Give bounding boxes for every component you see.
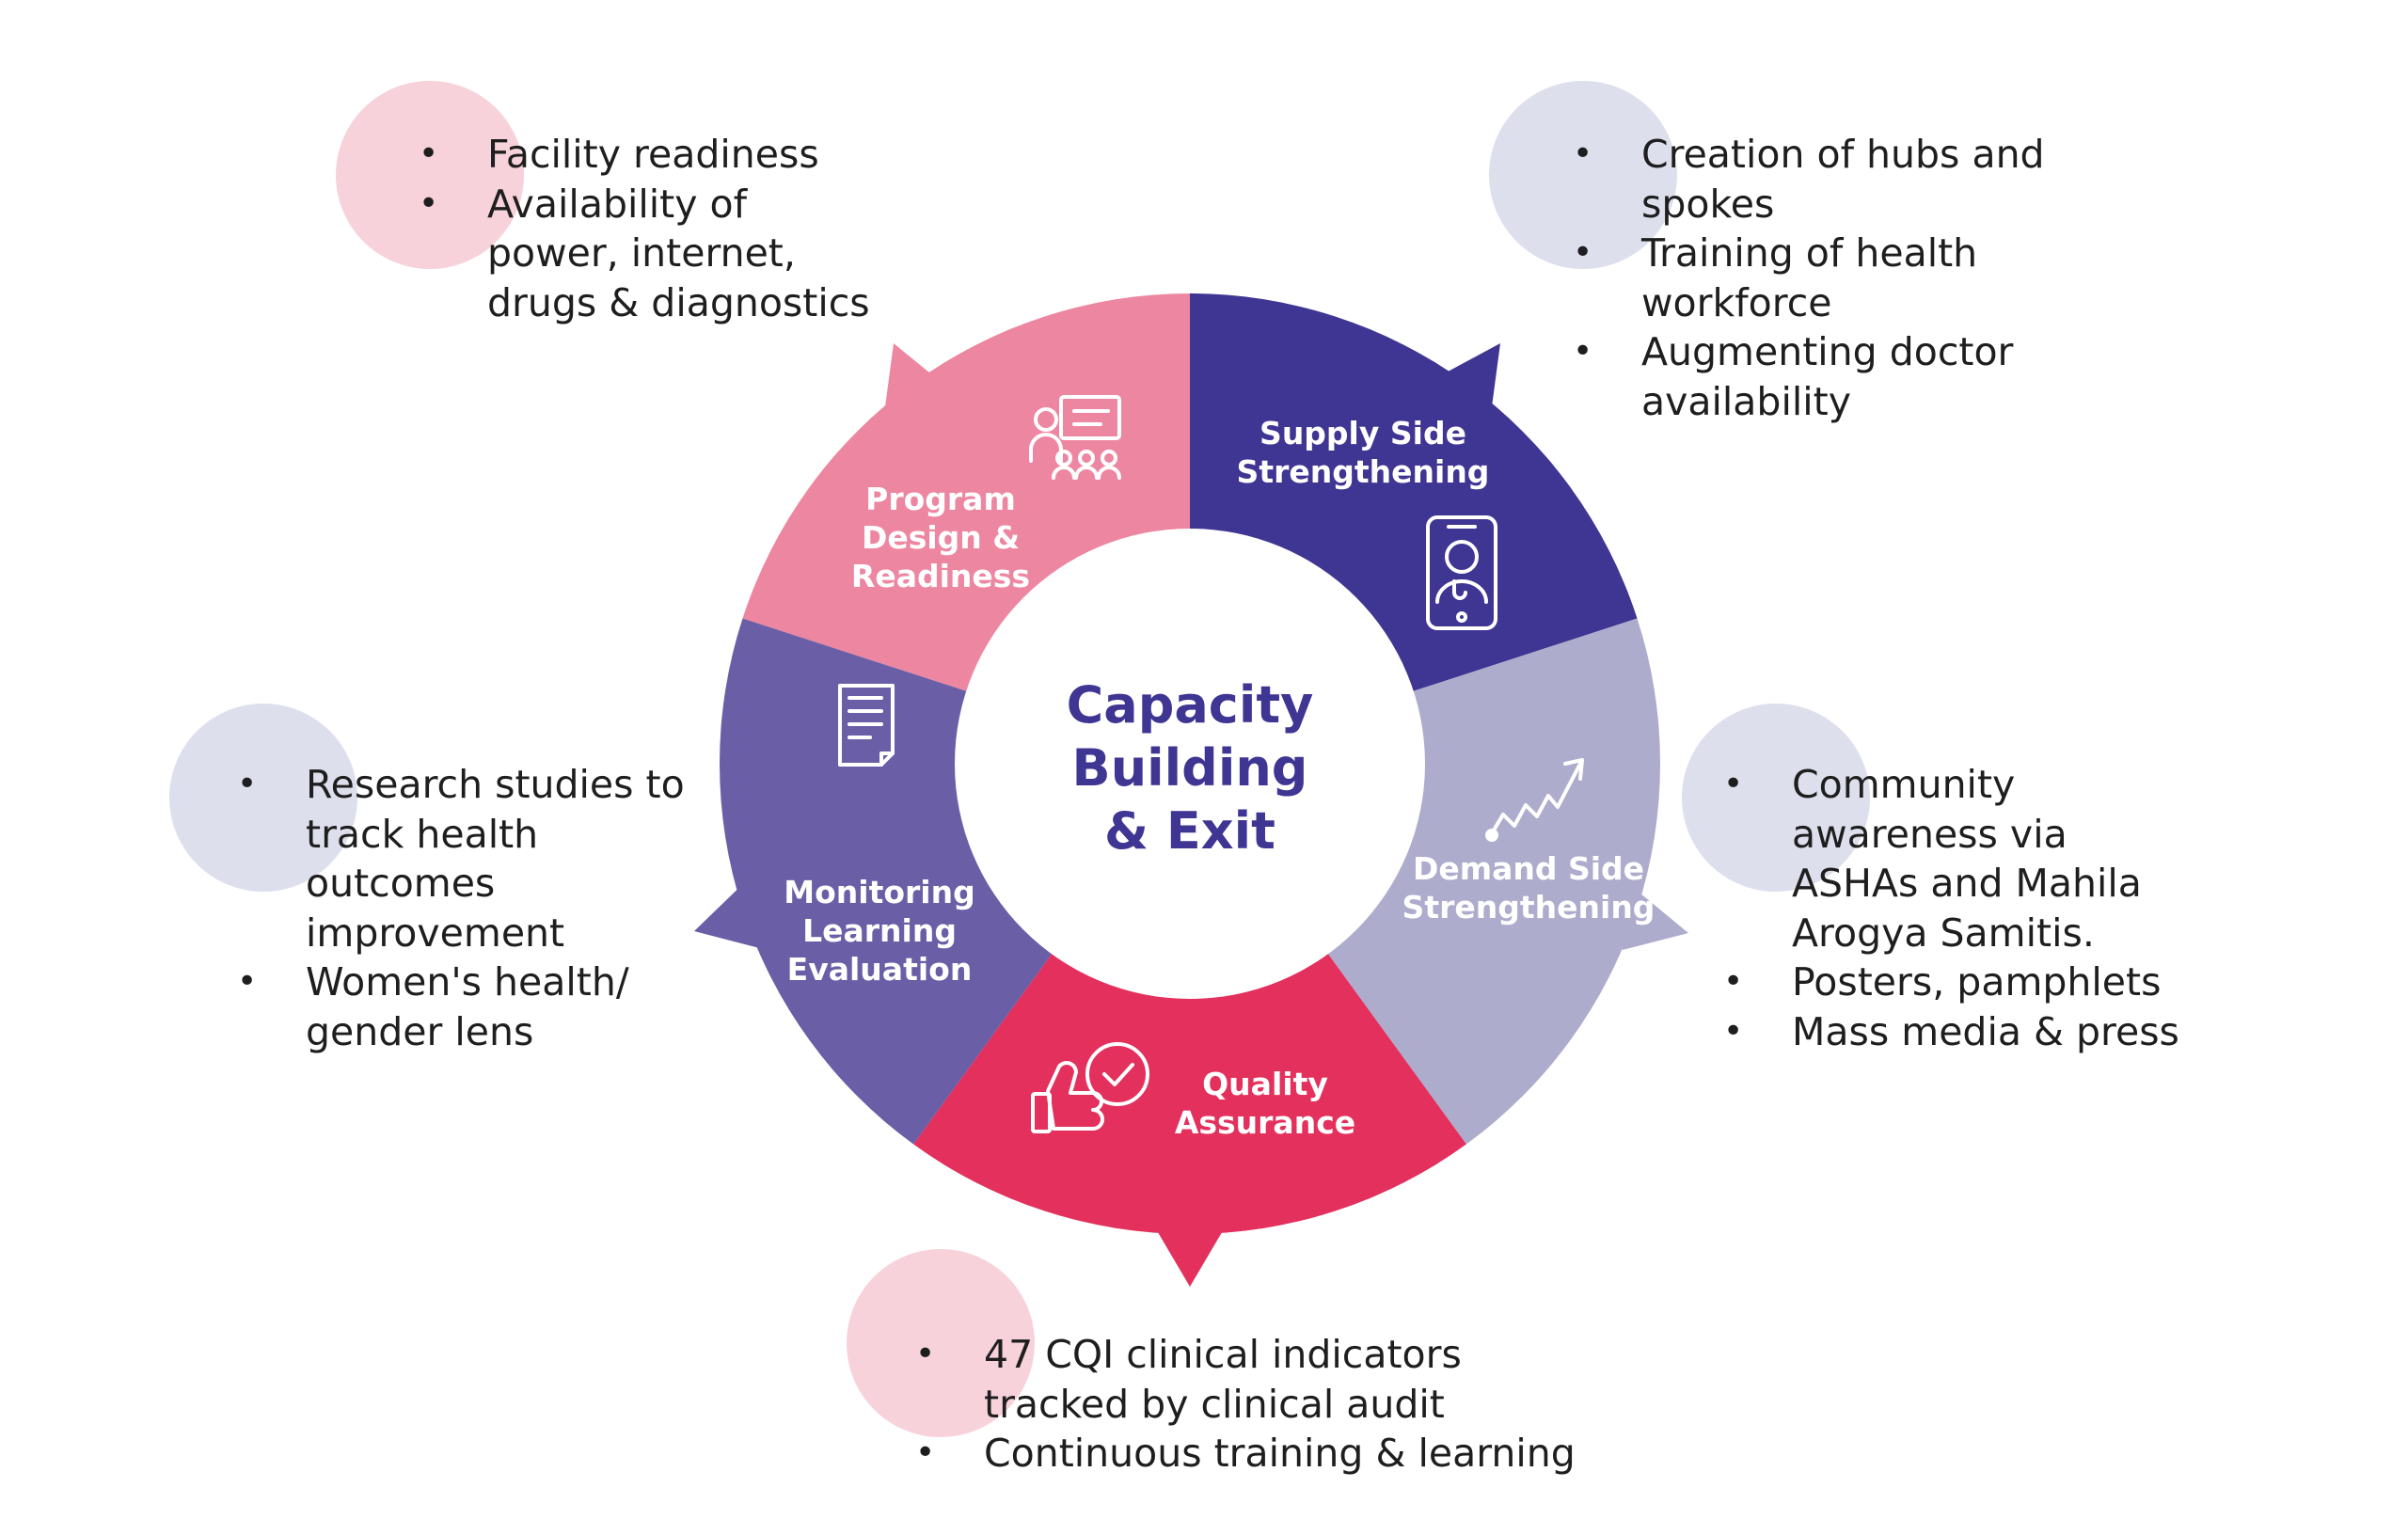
demand-note-item: Community awareness via ASHAs and Mahila…: [1723, 760, 2196, 957]
quality-arrow-tip: [1152, 1223, 1228, 1287]
doctor-phone-icon: [1426, 515, 1497, 630]
mle-note-item: Research studies to track health outcome…: [237, 760, 701, 957]
quality-note-item: 47 CQI clinical indicators tracked by cl…: [915, 1330, 1511, 1429]
growth-chart-icon: [1485, 758, 1584, 842]
supply-notes: Creation of hubs and spokes Training of …: [1573, 130, 2083, 426]
supply-arrow-tip: [1439, 343, 1500, 414]
program-arrow-tip: [884, 343, 945, 414]
demand-notes: Community awareness via ASHAs and Mahila…: [1723, 760, 2196, 1057]
supply-note-item: Creation of hubs and spokes: [1573, 130, 2083, 229]
demand-arrow-tip: [1618, 875, 1688, 950]
thumbs-up-check-icon: [1031, 1042, 1149, 1133]
demand-note-item: Mass media & press: [1723, 1007, 2196, 1057]
document-icon: [838, 684, 895, 767]
mle-arrow-tip: [694, 875, 767, 950]
mle-notes: Research studies to track health outcome…: [237, 760, 701, 1056]
quality-notes: 47 CQI clinical indicators tracked by cl…: [915, 1330, 1661, 1479]
training-presentation-icon: [1029, 395, 1121, 480]
program-note-item: Availability of power, internet, drugs &…: [419, 180, 882, 328]
mle-note-item: Women's health/ gender lens: [237, 957, 701, 1056]
center-circle: [955, 529, 1425, 999]
demand-note-item: Posters, pamphlets: [1723, 957, 2196, 1007]
program-note-item: Facility readiness: [419, 130, 882, 180]
program-notes: Facility readiness Availability of power…: [419, 130, 882, 328]
quality-note-item: Continuous training & learning: [915, 1429, 1661, 1479]
supply-note-item: Augmenting doctor availability: [1573, 327, 2083, 426]
supply-note-item: Training of health workforce: [1573, 229, 2083, 327]
